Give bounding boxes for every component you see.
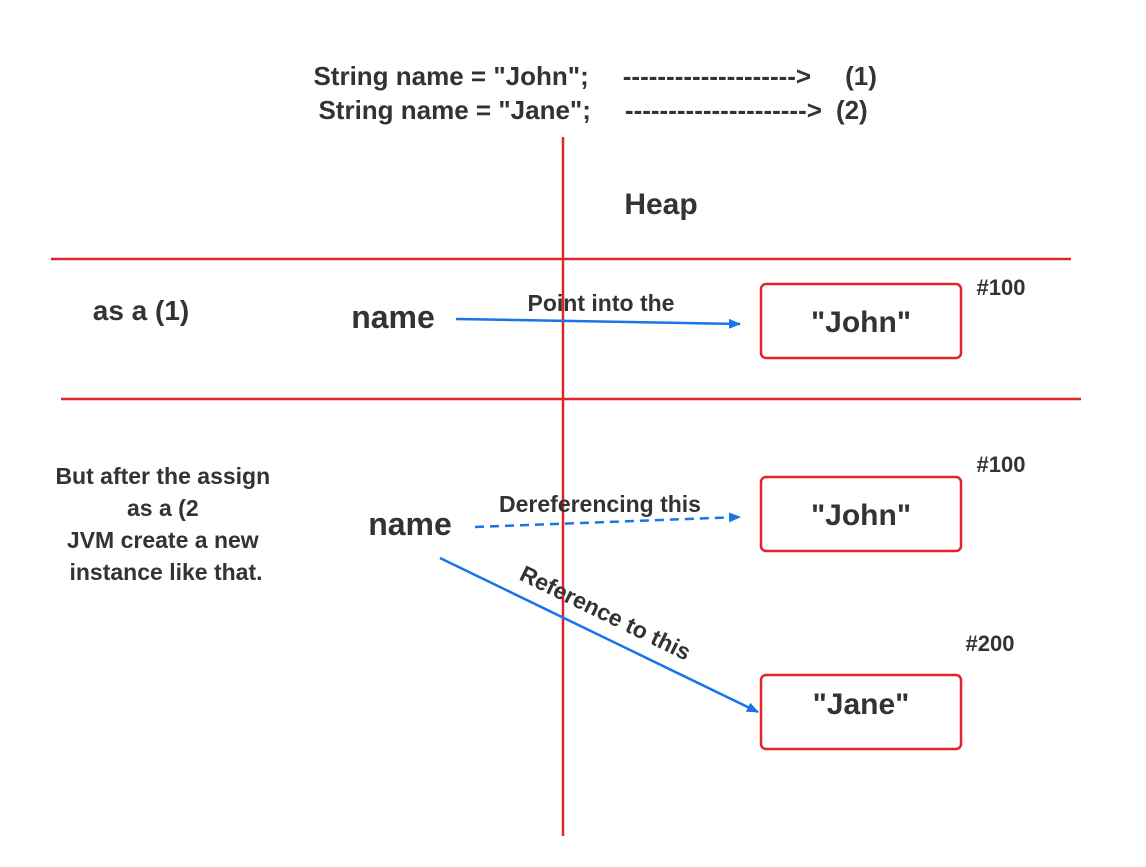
row2-caption-line: instance like that.	[69, 559, 262, 585]
row2-caption-line: as a (2	[127, 495, 199, 521]
row2-caption-line: But after the assign	[55, 463, 270, 489]
row2-new-object-value: "Jane"	[813, 688, 910, 721]
code-marker-2: (2)	[835, 95, 868, 125]
code-marker-1: (1)	[845, 61, 877, 91]
row2-old-object-value: "John"	[811, 499, 911, 532]
row2-dereference-arrow	[474, 512, 741, 529]
row2-dereference-label: Dereferencing this	[499, 491, 701, 517]
row2-old-object-address: #100	[977, 452, 1026, 477]
heap-label: Heap	[624, 188, 697, 221]
code-statement-1: String name = "John";	[313, 61, 589, 91]
row1-object-value: "John"	[811, 306, 911, 339]
code-line-2: String name = "Jane"; -------------------…	[304, 64, 868, 126]
row1-heap-object	[759, 282, 963, 360]
code-arrow-2: --------------------->	[624, 95, 822, 125]
row2-old-heap-object	[759, 475, 963, 553]
row2-reference-label: Reference to this	[516, 560, 695, 665]
row1-caption: as a (1)	[93, 295, 190, 326]
code-arrow-1: -------------------->	[622, 61, 812, 91]
row2-caption: But after the assign as a (2 JVM create …	[55, 463, 276, 585]
row2-caption-line: JVM create a new	[67, 527, 259, 553]
row2-reference-arrow	[439, 556, 759, 714]
row1-pointer-arrow	[455, 317, 741, 329]
row2-new-heap-object	[759, 673, 963, 751]
row1-edge-label: Point into the	[528, 290, 675, 316]
code-statement-2: String name = "Jane";	[318, 95, 591, 125]
row1-variable: name	[351, 299, 435, 335]
code-line-1: String name = "John"; -------------------…	[299, 30, 877, 92]
row2-new-object-address: #200	[966, 631, 1015, 656]
row2-variable: name	[368, 506, 452, 542]
row1-object-address: #100	[977, 275, 1026, 300]
